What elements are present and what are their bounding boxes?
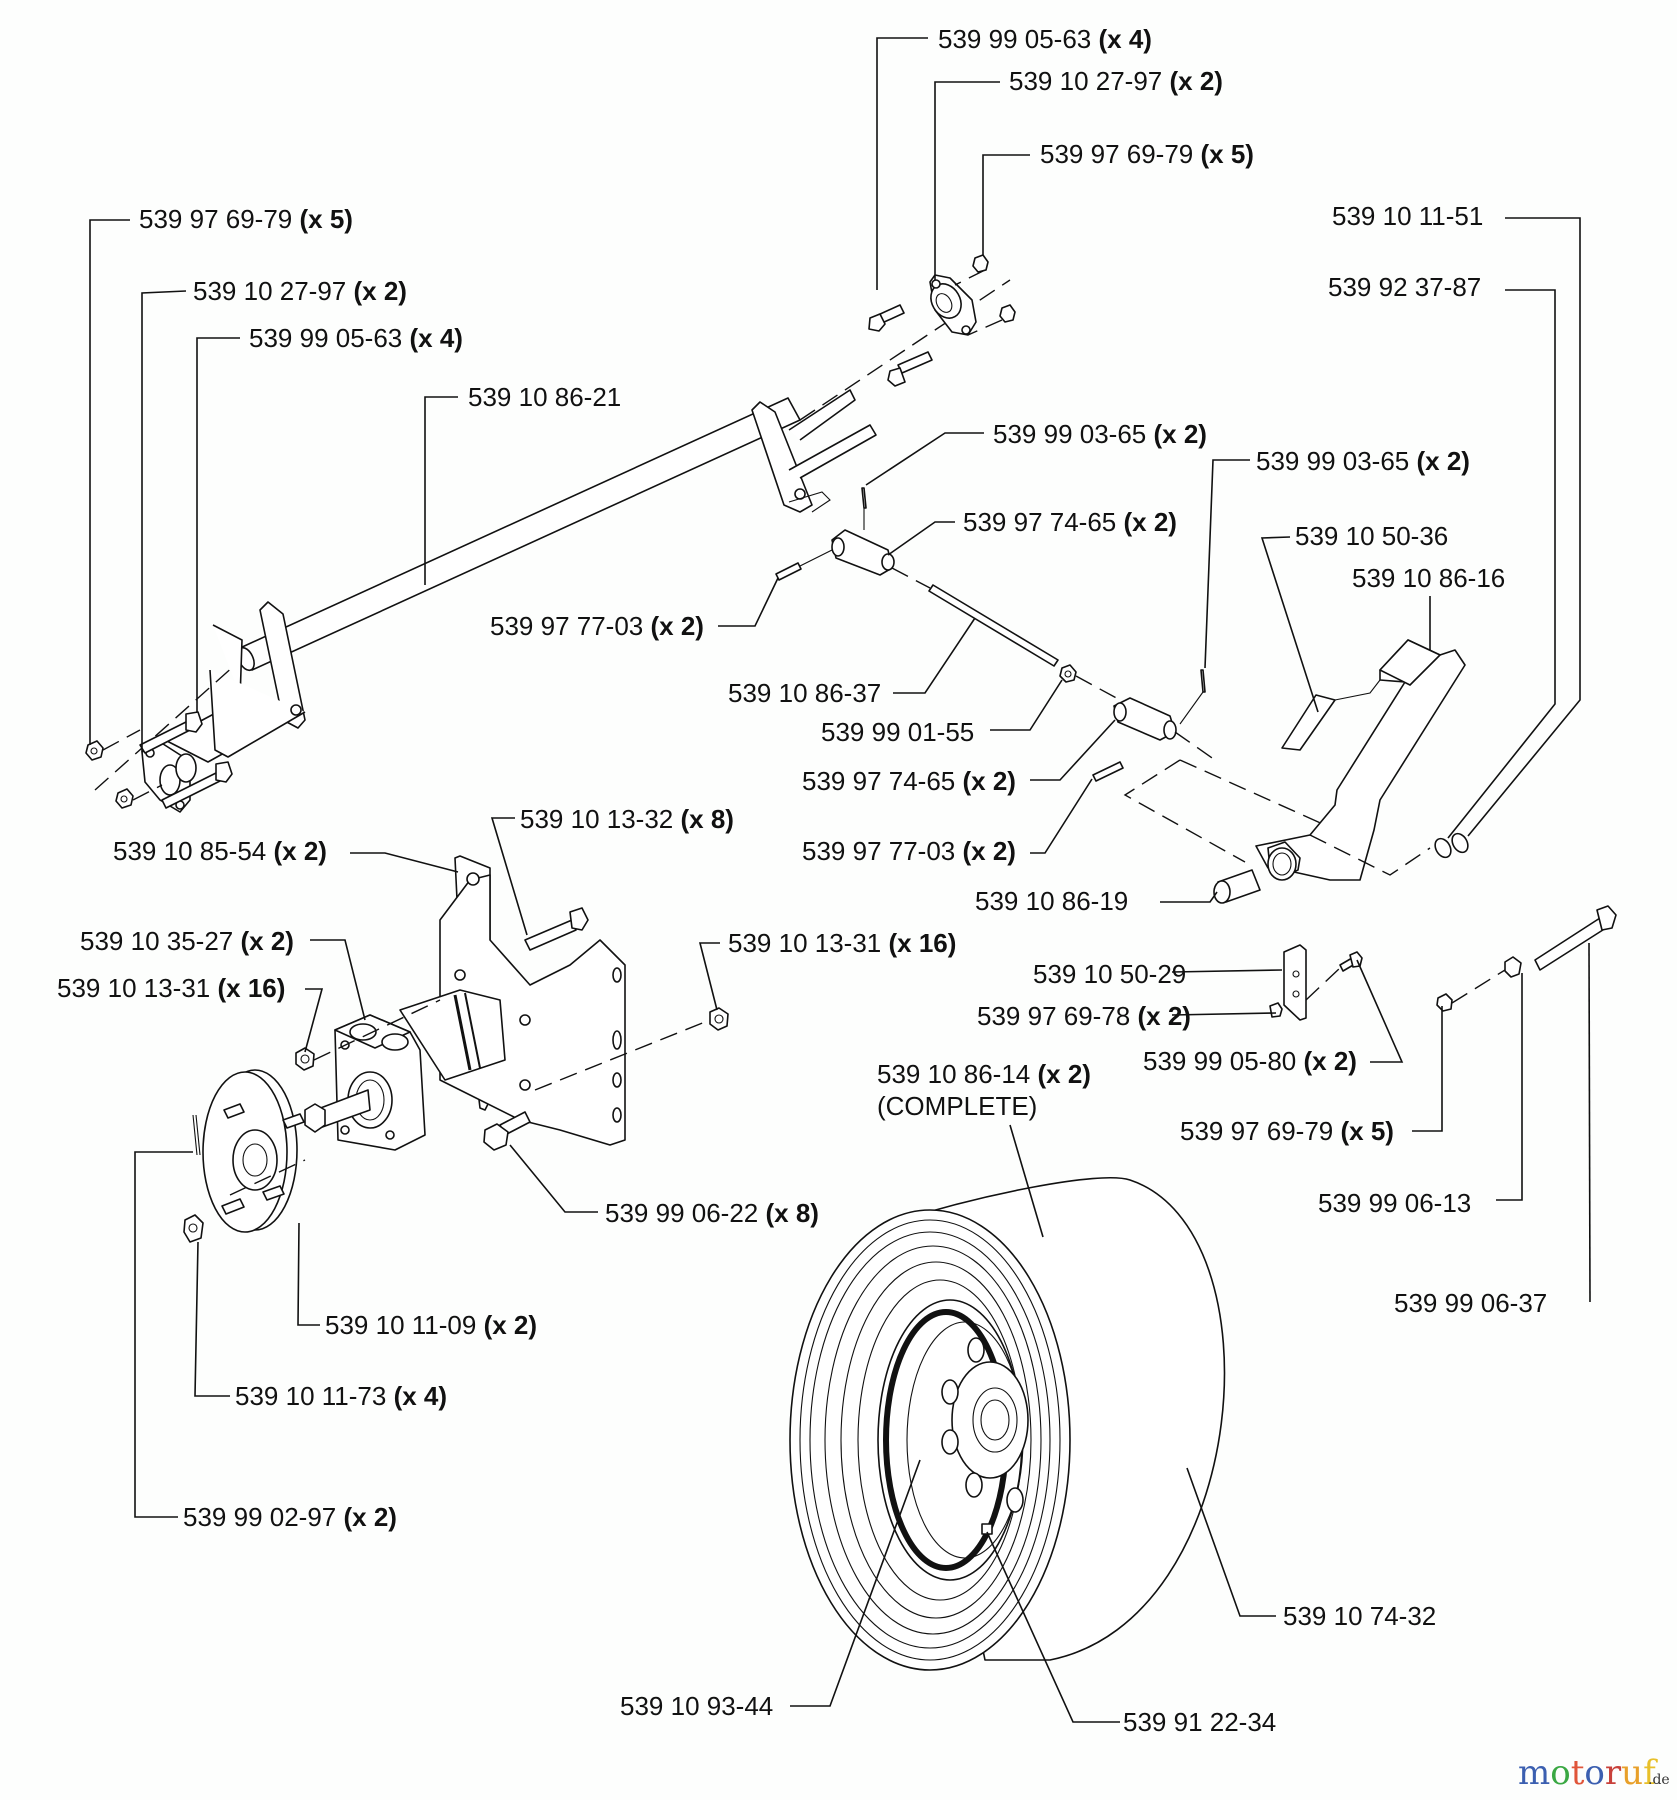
nut-icon bbox=[85, 740, 104, 761]
label-cotter-pin-1[interactable]: 539 99 03-65 (x 2) bbox=[993, 419, 1207, 449]
label-wheel-hub[interactable]: 539 10 11-09 (x 2) bbox=[325, 1310, 537, 1340]
label-left-bearing[interactable]: 539 10 27-97 (x 2) bbox=[193, 276, 407, 306]
axle-shaft-drawing bbox=[94, 279, 1011, 791]
label-axle-shaft[interactable]: 539 10 86-21 bbox=[468, 382, 621, 412]
label-jam-nut[interactable]: 539 99 01-55 bbox=[821, 717, 974, 747]
label-clevis-pin-2[interactable]: 539 97 77-03 (x 2) bbox=[802, 836, 1016, 866]
label-hub-nut[interactable]: 539 10 11-73 (x 4) bbox=[235, 1381, 447, 1411]
label-pivot-washer[interactable]: 539 99 06-13 bbox=[1318, 1188, 1471, 1218]
watermark-letter: t bbox=[1571, 1753, 1585, 1793]
label-wheel-complete[interactable]: 539 10 86-14 (x 2) bbox=[877, 1059, 1091, 1089]
pivot-bolt-drawing bbox=[1436, 905, 1617, 1012]
label-rim[interactable]: 539 10 93-44 bbox=[620, 1691, 773, 1721]
label-brake-rod[interactable]: 539 10 86-37 bbox=[728, 678, 881, 708]
label-motor-bracket[interactable]: 539 10 85-54 (x 2) bbox=[113, 836, 327, 866]
motor-assembly-drawing bbox=[183, 855, 729, 1243]
label-valve-stem[interactable]: 539 91 22-34 bbox=[1123, 1707, 1276, 1737]
label-pivot-nut[interactable]: 539 97 69-79 (x 5) bbox=[1180, 1116, 1394, 1146]
left-bearing-drawing bbox=[85, 711, 233, 813]
label-top-bearing[interactable]: 539 10 27-97 (x 2) bbox=[1009, 66, 1223, 96]
label-pivot-bolt[interactable]: 539 99 06-37 bbox=[1394, 1288, 1547, 1318]
label-pedal-bushing[interactable]: 539 10 86-19 bbox=[975, 886, 1128, 916]
watermark-letter: o bbox=[1584, 1753, 1604, 1793]
label-stop-bracket[interactable]: 539 10 50-29 bbox=[1033, 959, 1186, 989]
watermark-letter: o bbox=[1550, 1753, 1570, 1793]
label-cotter-pin-2[interactable]: 539 99 03-65 (x 2) bbox=[1256, 446, 1470, 476]
label-top-nut[interactable]: 539 97 69-79 (x 5) bbox=[1040, 139, 1254, 169]
brake-pedal-drawing bbox=[1123, 639, 1469, 904]
top-bearing-drawing bbox=[868, 254, 1016, 387]
watermark-domain: .de bbox=[1648, 1772, 1670, 1788]
label-stop-bolt[interactable]: 539 99 05-80 (x 2) bbox=[1143, 1046, 1357, 1076]
label-bracket-bolt[interactable]: 539 99 06-22 (x 8) bbox=[605, 1198, 819, 1228]
label-left-nut[interactable]: 539 97 69-79 (x 5) bbox=[139, 204, 353, 234]
watermark-letter: r bbox=[1605, 1753, 1622, 1793]
wheel-drawing bbox=[789, 1177, 1226, 1671]
leader-lines bbox=[89, 37, 1591, 1723]
label-motor-bolt[interactable]: 539 10 13-32 (x 8) bbox=[520, 804, 734, 834]
linkage-drawing bbox=[775, 487, 1216, 782]
watermark-logo: motoruf .de bbox=[1518, 1753, 1670, 1793]
label-motor-nut-right[interactable]: 539 10 13-31 (x 16) bbox=[728, 928, 956, 958]
part-labels: 539 99 05-63 (x 4) 539 10 27-97 (x 2) 53… bbox=[57, 24, 1547, 1737]
stop-bracket-drawing bbox=[1269, 944, 1363, 1021]
watermark-letter: f bbox=[1643, 1753, 1658, 1793]
label-top-bolt[interactable]: 539 99 05-63 (x 4) bbox=[938, 24, 1152, 54]
label-clevis-2[interactable]: 539 97 74-65 (x 2) bbox=[802, 766, 1016, 796]
label-wheel-complete-note: (COMPLETE) bbox=[877, 1091, 1037, 1121]
label-brake-pedal[interactable]: 539 10 86-16 bbox=[1352, 563, 1505, 593]
label-left-bolt[interactable]: 539 99 05-63 (x 4) bbox=[249, 323, 463, 353]
watermark-letter: u bbox=[1621, 1753, 1643, 1793]
watermark-letter: m bbox=[1518, 1753, 1550, 1793]
label-right-spring-2[interactable]: 539 92 37-87 bbox=[1328, 272, 1481, 302]
label-tire[interactable]: 539 10 74-32 bbox=[1283, 1601, 1436, 1631]
label-pedal-pad[interactable]: 539 10 50-36 bbox=[1295, 521, 1448, 551]
label-stop-nut[interactable]: 539 97 69-78 (x 2) bbox=[977, 1001, 1191, 1031]
label-hub-cotter[interactable]: 539 99 02-97 (x 2) bbox=[183, 1502, 397, 1532]
label-motor-nut-left[interactable]: 539 10 13-31 (x 16) bbox=[57, 973, 285, 1003]
label-right-spring-1[interactable]: 539 10 11-51 bbox=[1332, 201, 1483, 231]
label-clevis-1[interactable]: 539 97 74-65 (x 2) bbox=[963, 507, 1177, 537]
label-clevis-pin-1[interactable]: 539 97 77-03 (x 2) bbox=[490, 611, 704, 641]
watermark-text: motoruf bbox=[1518, 1753, 1658, 1793]
part-drawings bbox=[85, 254, 1617, 1671]
label-wheel-motor[interactable]: 539 10 35-27 (x 2) bbox=[80, 926, 294, 956]
